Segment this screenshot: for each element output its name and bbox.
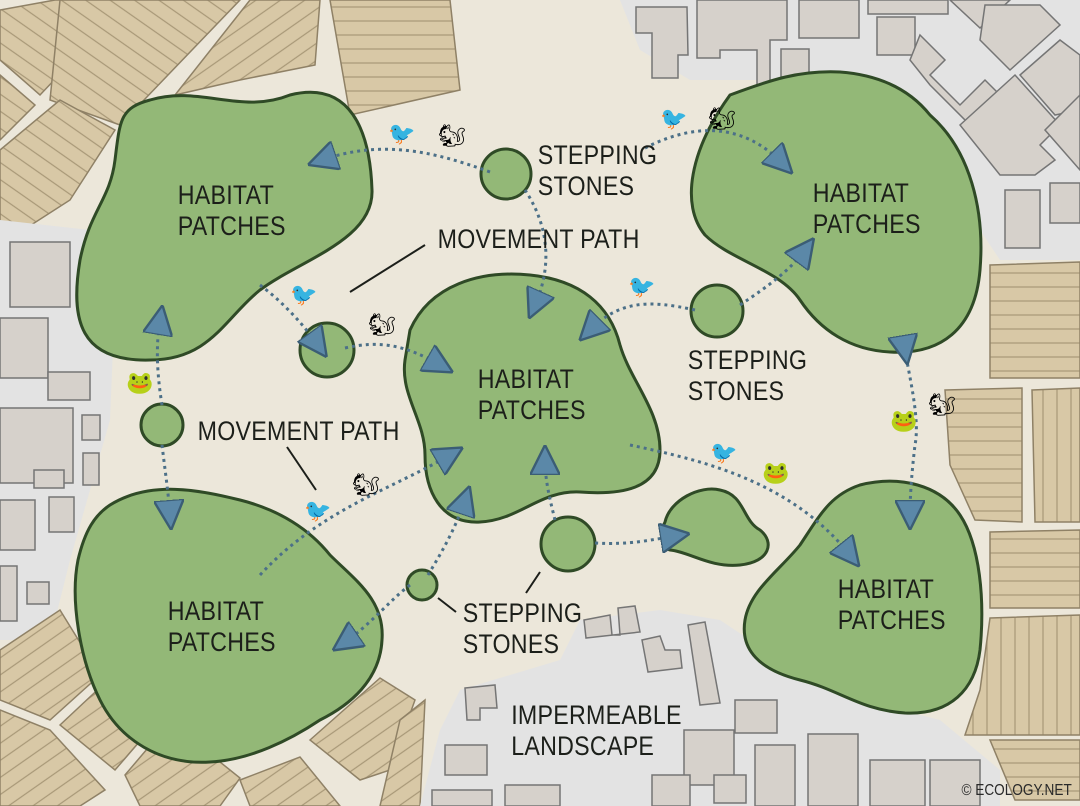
label-line: STONES	[537, 171, 635, 202]
label-line: LANDSCAPE	[511, 731, 655, 762]
squirrel-icon: 🐿	[438, 123, 466, 148]
label-line: STONES	[462, 629, 560, 660]
stepping-stone-small	[405, 568, 439, 602]
label-movement-path-top: MOVEMENT PATH	[437, 224, 640, 254]
bird-icon: 🐦	[710, 440, 738, 465]
label-habitat-bottom-left: HABITAT PATCHES	[167, 596, 276, 658]
farmland-right	[944, 261, 1080, 801]
stepping-stone-far-left	[139, 402, 185, 448]
label-habitat-bottom-right: HABITAT PATCHES	[837, 574, 946, 636]
farmland-top-left	[0, 0, 461, 246]
label-line: STEPPING	[462, 598, 583, 628]
leader-lines	[286, 244, 541, 613]
habitat-patch-bottom-left	[73, 487, 384, 764]
squirrel-icon: 🐿	[352, 472, 380, 497]
copyright-notice: © ECOLOGY.NET	[961, 782, 1072, 799]
stepping-stone-bottom-mid	[539, 515, 597, 573]
squirrel-icon: 🐿	[708, 106, 736, 131]
urban-bottom	[420, 605, 1000, 806]
label-line: HABITAT	[812, 178, 910, 208]
label-line: PATCHES	[812, 209, 921, 240]
habitat-patches	[73, 70, 984, 764]
stepping-stone-left-mid	[298, 321, 356, 379]
stepping-stone-bottom-blob	[660, 487, 770, 567]
label-stepping-stones-top: STEPPING STONES	[537, 140, 658, 202]
label-line: HABITAT	[477, 364, 575, 394]
frog-icon: 🐸	[890, 408, 918, 433]
squirrel-icon: 🐿	[368, 312, 396, 337]
label-line: PATCHES	[167, 627, 276, 658]
bird-icon: 🐦	[388, 121, 416, 146]
label-line: IMPERMEABLE	[511, 700, 682, 730]
label-line: PATCHES	[177, 211, 286, 242]
habitat-patch-bottom-right	[742, 479, 984, 715]
bird-icon: 🐦	[660, 106, 688, 131]
label-impermeable-landscape: IMPERMEABLE LANDSCAPE	[511, 700, 682, 762]
label-movement-path-left: MOVEMENT PATH	[197, 416, 400, 446]
label-line: STEPPING	[537, 140, 658, 170]
label-line: STONES	[687, 376, 785, 407]
bird-icon: 🐦	[290, 282, 318, 307]
label-habitat-top-right: HABITAT PATCHES	[812, 178, 921, 240]
label-line: PATCHES	[837, 605, 946, 636]
label-line: HABITAT	[837, 574, 935, 604]
label-line: STEPPING	[687, 345, 808, 375]
label-line: HABITAT	[177, 180, 275, 210]
label-line: HABITAT	[167, 596, 265, 626]
habitat-patch-top-left	[75, 90, 374, 362]
frog-icon: 🐸	[126, 370, 154, 395]
bird-icon: 🐦	[628, 274, 656, 299]
squirrel-icon: 🐿	[928, 392, 956, 417]
label-stepping-stones-bottom: STEPPING STONES	[462, 598, 583, 660]
label-habitat-top-left: HABITAT PATCHES	[177, 180, 286, 242]
bird-icon: 🐦	[304, 498, 332, 523]
label-stepping-stones-right: STEPPING STONES	[687, 345, 808, 407]
frog-icon: 🐸	[762, 460, 790, 485]
stepping-stone-right	[689, 283, 745, 339]
stepping-stone-top	[479, 147, 533, 201]
movement-paths	[157, 129, 916, 642]
label-line: PATCHES	[477, 395, 586, 426]
label-habitat-center: HABITAT PATCHES	[477, 364, 586, 426]
